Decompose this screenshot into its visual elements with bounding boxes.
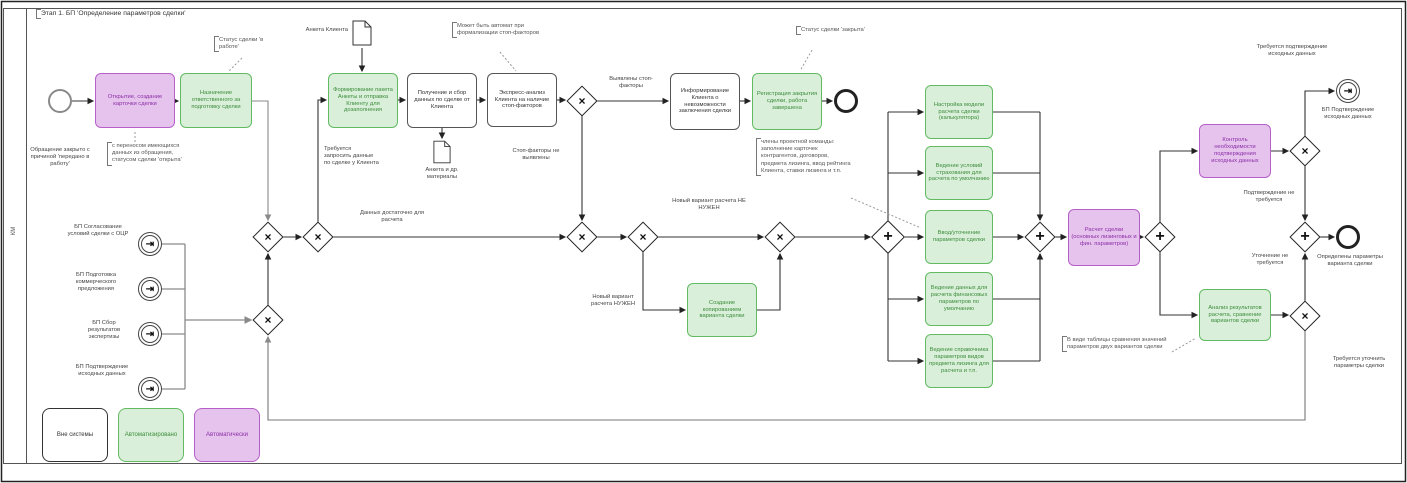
flow-lines <box>72 48 1336 421</box>
label-data-enough: Данных достаточно для расчета <box>359 210 425 223</box>
parallel-gateway-icon: + <box>1035 228 1045 245</box>
label-request-data: Требуется запросить данные по сделке у К… <box>324 146 379 166</box>
xor-gateway-icon: × <box>1301 144 1309 158</box>
task-open-deal-card[interactable]: Открытие, создание карточки сделки <box>95 73 175 128</box>
legend-automated: Автоматизировано <box>118 408 184 462</box>
end-event-params-label: Определены параметры варианта сделки <box>1317 254 1383 267</box>
gateway-xor-merge-variant[interactable]: × <box>764 221 796 253</box>
gateway-xor-merge-left[interactable]: × <box>252 221 284 253</box>
pool-label: КМ <box>11 226 17 236</box>
end-event-deal-closed[interactable] <box>834 89 858 113</box>
link-event-terms-approval[interactable]: ⇥ <box>138 232 162 256</box>
legend-out-of-system: Вне системы <box>42 408 108 462</box>
doc-questionnaire-label: Анкета Клиента <box>305 27 348 33</box>
start-event-label: Обращение закрыто с причиной 'передано в… <box>30 147 90 167</box>
task-control-confirmation[interactable]: Контроль необходимости подтверждения исх… <box>1199 124 1271 178</box>
task-inform-client[interactable]: Информирование Клиента о невозможности з… <box>670 73 740 130</box>
parallel-gateway-icon: + <box>1155 228 1165 245</box>
link-arrow-icon: ⇥ <box>145 383 155 395</box>
label-clarify-no: Уточнение не требуется <box>1251 253 1289 266</box>
gateway-parallel-split[interactable]: + <box>871 220 905 254</box>
label-newvar-yes: Новый вариант расчета НУЖЕН <box>590 294 636 307</box>
xor-gateway-icon: × <box>639 230 647 244</box>
label-stop-none: Стоп-факторы не выявлены <box>512 148 560 161</box>
label-clarify-yes: Требуется уточнить параметры сделки <box>1332 356 1386 369</box>
annotation-status-closed: Статус сделки 'закрыта' <box>796 26 865 36</box>
document-icon <box>433 140 451 164</box>
task-analyze-results[interactable]: Анализ результатов расчета, сравнение ва… <box>1199 289 1271 341</box>
label-confirm-required: Требуется подтверждение исходных данных <box>1256 44 1328 57</box>
task-insurance-terms[interactable]: Ведение условий страхования для расчета … <box>925 146 993 200</box>
parallel-gateway-icon: + <box>1300 228 1310 245</box>
task-copy-variant[interactable]: Создание копированием варианта сделки <box>687 283 757 337</box>
link-arrow-icon: ⇥ <box>145 283 155 295</box>
xor-gateway-icon: × <box>578 94 586 108</box>
doc-materials-label: Анкета и др. материалы <box>425 167 459 180</box>
gateway-xor-stop-factors[interactable]: × <box>566 85 598 117</box>
task-setup-calc-model[interactable]: Настройка модели расчета сделки (калькул… <box>925 85 993 139</box>
link-arrow-icon: ⇥ <box>145 328 155 340</box>
gateway-xor-need-data[interactable]: × <box>302 221 334 253</box>
end-event-params-defined[interactable] <box>1336 225 1360 249</box>
task-financial-defaults[interactable]: Ведение данных для расчета финансовых па… <box>925 272 993 326</box>
xor-gateway-icon: × <box>776 230 784 244</box>
gateway-parallel-join[interactable]: + <box>1024 221 1056 253</box>
task-receive-data[interactable]: Получение и сбор данных по сделке от Кли… <box>407 73 477 128</box>
link-event-terms-label: БП Согласование условий сделки с ОЦР <box>67 224 129 237</box>
annotation-project-team: члены проектной команды: заполнение карт… <box>756 138 855 177</box>
document-icon <box>352 20 372 46</box>
link-event-confirm-source[interactable]: ⇥ <box>138 377 162 401</box>
task-leasing-reference[interactable]: Ведение справочника параметров видов пре… <box>925 334 993 388</box>
annotation-comparison-table: В виде таблицы сравнения значений параме… <box>1062 336 1177 353</box>
link-event-lines <box>161 243 253 390</box>
annotation-may-automate: Может быть автомат при формализации стоп… <box>452 22 549 39</box>
label-confirm-no: Подтверждение не требуется <box>1243 190 1295 203</box>
annotation-data-transfer: с переносом имеющихся данных из обращени… <box>107 142 196 166</box>
diagram-title: Этап 1. БП 'Определение параметров сделк… <box>36 9 261 20</box>
task-assign-responsible[interactable]: Назначение ответственного за подготовку … <box>180 73 252 128</box>
gateway-xor-new-variant[interactable]: × <box>627 221 659 253</box>
task-register-closure[interactable]: Регистрация закрытия сделки, работа заве… <box>752 73 822 130</box>
xor-gateway-icon: × <box>264 313 272 327</box>
task-enter-parameters[interactable]: Ввод/уточнение параметров сделки <box>925 210 993 264</box>
annotation-status-in-work: Статус сделки 'в работе' <box>214 36 275 53</box>
link-event-confirm-label: БП Подтверждение исходных данных <box>1321 107 1375 120</box>
gateway-parallel-join-2[interactable]: + <box>1289 221 1321 253</box>
xor-gateway-icon: × <box>578 230 586 244</box>
legend-automatic: Автоматически <box>194 408 260 462</box>
parallel-gateway-icon: + <box>883 228 893 245</box>
xor-gateway-icon: × <box>1301 309 1309 323</box>
annotation-links <box>134 49 1197 353</box>
gateway-xor-clarify[interactable]: × <box>1289 300 1321 332</box>
link-arrow-icon: ⇥ <box>145 238 155 250</box>
link-event-expertise-label: БП Сбор результатов экспертизы <box>87 320 121 340</box>
xor-gateway-icon: × <box>264 230 272 244</box>
gateway-xor-merge-mid[interactable]: × <box>566 221 598 253</box>
gateway-xor-confirm[interactable]: × <box>1289 135 1321 167</box>
gateway-parallel-split-2[interactable]: + <box>1144 221 1176 253</box>
task-form-package[interactable]: Формирование пакета Анкеты и отправка Кл… <box>328 73 398 128</box>
task-express-analysis[interactable]: Экспресс-анализ Клиента на наличие стоп-… <box>487 73 557 127</box>
link-event-expertise[interactable]: ⇥ <box>138 322 162 346</box>
start-event[interactable] <box>48 89 72 113</box>
link-event-commercial-offer[interactable]: ⇥ <box>138 277 162 301</box>
link-event-offer-label: БП Подготовка коммерческого предложения <box>75 272 117 292</box>
task-calculate-deal[interactable]: Расчет сделки (основных лизинговых и фин… <box>1068 209 1140 266</box>
xor-gateway-icon: × <box>314 230 322 244</box>
gateway-xor-return-loop[interactable]: × <box>252 304 284 336</box>
label-newvar-no: Новый вариант расчета НЕ НУЖЕН <box>672 198 746 211</box>
label-stop-found: Выявлены стоп-факторы <box>609 76 653 89</box>
link-arrow-icon: ⇥ <box>1343 85 1353 97</box>
link-event-confirm-data[interactable]: ⇥ <box>1336 79 1360 103</box>
link-event-confirm-source-label: БП Подтверждение исходных данных <box>75 364 129 377</box>
